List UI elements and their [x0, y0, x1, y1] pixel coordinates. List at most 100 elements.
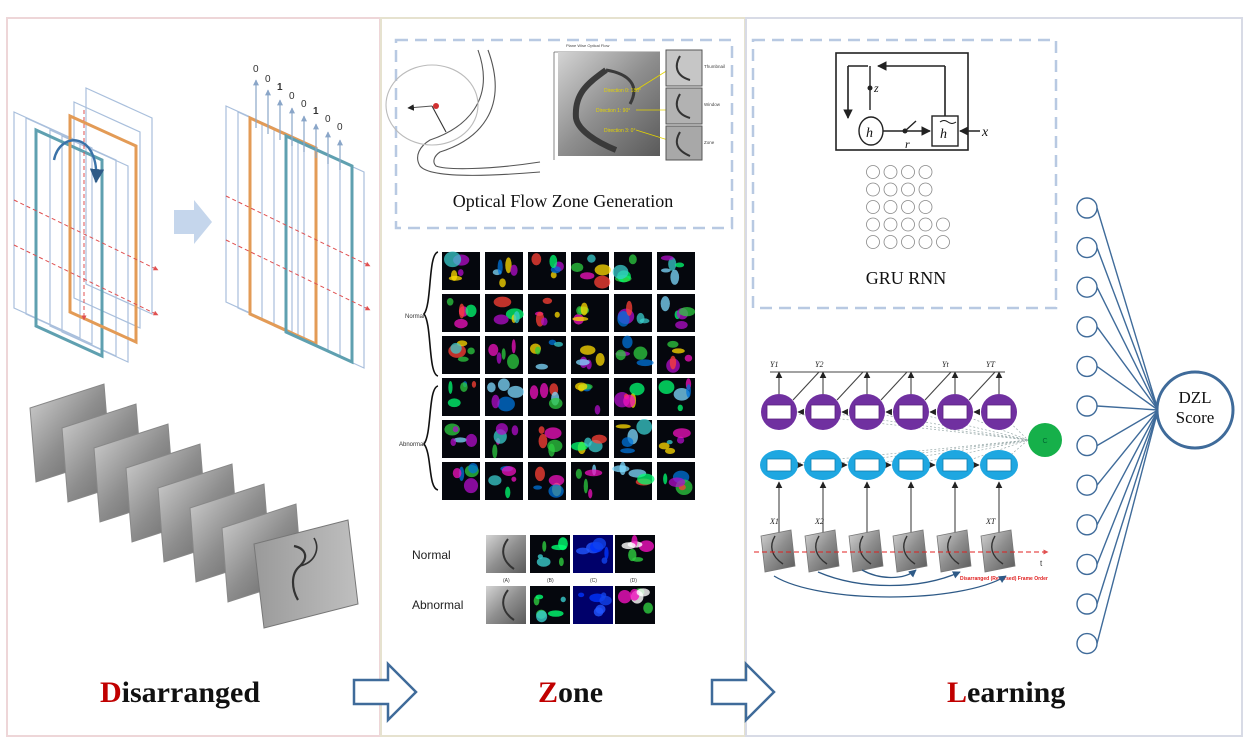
title-rest: isarranged — [122, 676, 261, 709]
gru-unrolled-node — [883, 200, 898, 214]
input-frame — [892, 529, 928, 573]
gru-unrolled-node — [866, 200, 880, 214]
comparison-tile — [530, 586, 570, 624]
direction-label: Direction 3: 0° — [604, 128, 635, 134]
zone-tile — [442, 420, 480, 458]
y-label: Y2 — [815, 360, 823, 369]
flow-arrow-1 — [352, 660, 418, 724]
forward-gru-unit — [936, 450, 974, 480]
backward-gru-unit — [849, 394, 885, 430]
backward-gru-unit — [981, 394, 1017, 430]
gru-h-tilde: h — [940, 127, 947, 142]
zone-tile — [485, 462, 523, 500]
forward-gru-unit — [980, 450, 1018, 480]
order-digit: 0 — [289, 91, 295, 102]
x-label: XT — [985, 517, 996, 526]
zone-comparison: Normal Abnormal (A) (B) (C) (D) — [412, 535, 655, 624]
forward-gru-unit — [892, 450, 930, 480]
zone-tile — [485, 252, 523, 290]
backward-gru-unit — [805, 394, 841, 430]
backward-gru-unit — [761, 394, 797, 430]
output-neuron — [1076, 197, 1098, 219]
order-digit: 0 — [301, 99, 307, 110]
normal-brace — [422, 251, 439, 377]
grid-label-normal: Normal — [405, 314, 424, 320]
time-axis-label: t — [1040, 559, 1043, 568]
panel-learning — [745, 17, 1243, 737]
gru-unrolled-node — [883, 217, 898, 232]
zone-tile — [657, 378, 695, 416]
patch-label: Zone — [704, 140, 715, 145]
flow-arrow-2 — [710, 660, 776, 724]
gru-unrolled-node — [918, 217, 933, 232]
panel-title-zone: Zone — [538, 676, 603, 709]
gru-z: z — [873, 81, 879, 95]
output-neuron — [1076, 632, 1098, 655]
comparison-tile — [486, 535, 526, 573]
gru-unrolled-node — [883, 235, 898, 249]
zone-tile — [485, 336, 523, 374]
comparison-row-abnormal: Abnormal — [412, 598, 463, 612]
grid-label-abnormal: Abnormal — [399, 442, 425, 448]
context-node — [1028, 423, 1062, 457]
optical-flow-chart: Plane Wise Optical Flow Direction 0: 180… — [553, 43, 725, 161]
zone-tile — [657, 420, 695, 458]
gru-unrolled-node — [866, 217, 880, 232]
shuffle-arrow — [174, 200, 212, 244]
zone-grid-labels: Normal Abnormal — [399, 314, 425, 448]
output-neuron — [1076, 434, 1098, 457]
output-neuron — [1076, 236, 1098, 259]
optical-flow-chart-title: Plane Wise Optical Flow — [566, 43, 609, 48]
y-label: Yt — [942, 360, 949, 369]
order-digit: 1 — [277, 82, 283, 93]
order-digit: 0 — [337, 122, 343, 133]
backward-gru-unit — [893, 394, 929, 430]
gru-unrolled-node — [901, 217, 915, 232]
dzl-score-node — [1155, 370, 1235, 450]
y-label: YT — [986, 360, 995, 369]
title-rest: earning — [967, 676, 1065, 709]
output-neuron — [1076, 276, 1098, 298]
zone-tile — [442, 294, 480, 332]
output-neuron — [1076, 593, 1098, 615]
gru-unrolled-node — [901, 200, 915, 214]
comparison-tile — [615, 586, 655, 624]
order-digit: 0 — [253, 64, 259, 75]
gru-unrolled-nodes — [866, 165, 950, 249]
output-neuron — [1076, 474, 1098, 496]
zone-tile — [571, 336, 609, 374]
gru-x: x — [981, 125, 989, 140]
zone-tile — [571, 420, 609, 458]
y-label: Y1 — [770, 360, 778, 369]
comparison-col: (B) — [547, 578, 554, 584]
zone-tile — [485, 420, 523, 459]
gru-unrolled-node — [883, 165, 898, 179]
context-node-label: C — [1042, 438, 1047, 445]
zone-tile — [442, 462, 480, 500]
order-digit: 1 — [313, 106, 319, 117]
zone-tile — [571, 294, 609, 332]
zone-tile — [657, 336, 695, 374]
gru-unrolled-node — [866, 165, 880, 179]
zone-tile — [442, 251, 480, 290]
zone-tile — [528, 420, 566, 458]
gru-unrolled-node — [883, 182, 898, 197]
panel-disarranged — [6, 17, 381, 737]
zone-tile — [657, 294, 696, 332]
comparison-row-normal: Normal — [412, 548, 451, 562]
zone-tile — [614, 419, 653, 458]
output-neuron — [1076, 514, 1098, 536]
gru-unrolled-node — [936, 217, 950, 232]
gru-cell-diagram: z h r h x — [835, 52, 989, 151]
comparison-col: (D) — [630, 578, 637, 584]
panel-title-learning: Learning — [947, 676, 1065, 709]
gru-box — [751, 38, 1058, 310]
optical-flow-title: Optical Flow Zone Generation — [453, 191, 673, 211]
optical-flow-box — [394, 38, 734, 230]
comparison-tile — [486, 586, 526, 624]
direction-label: Direction 0: 180° — [604, 88, 641, 94]
optical-flow-zone-grid — [442, 251, 696, 500]
zone-tile — [612, 461, 655, 500]
comparison-col: (A) — [503, 578, 510, 584]
